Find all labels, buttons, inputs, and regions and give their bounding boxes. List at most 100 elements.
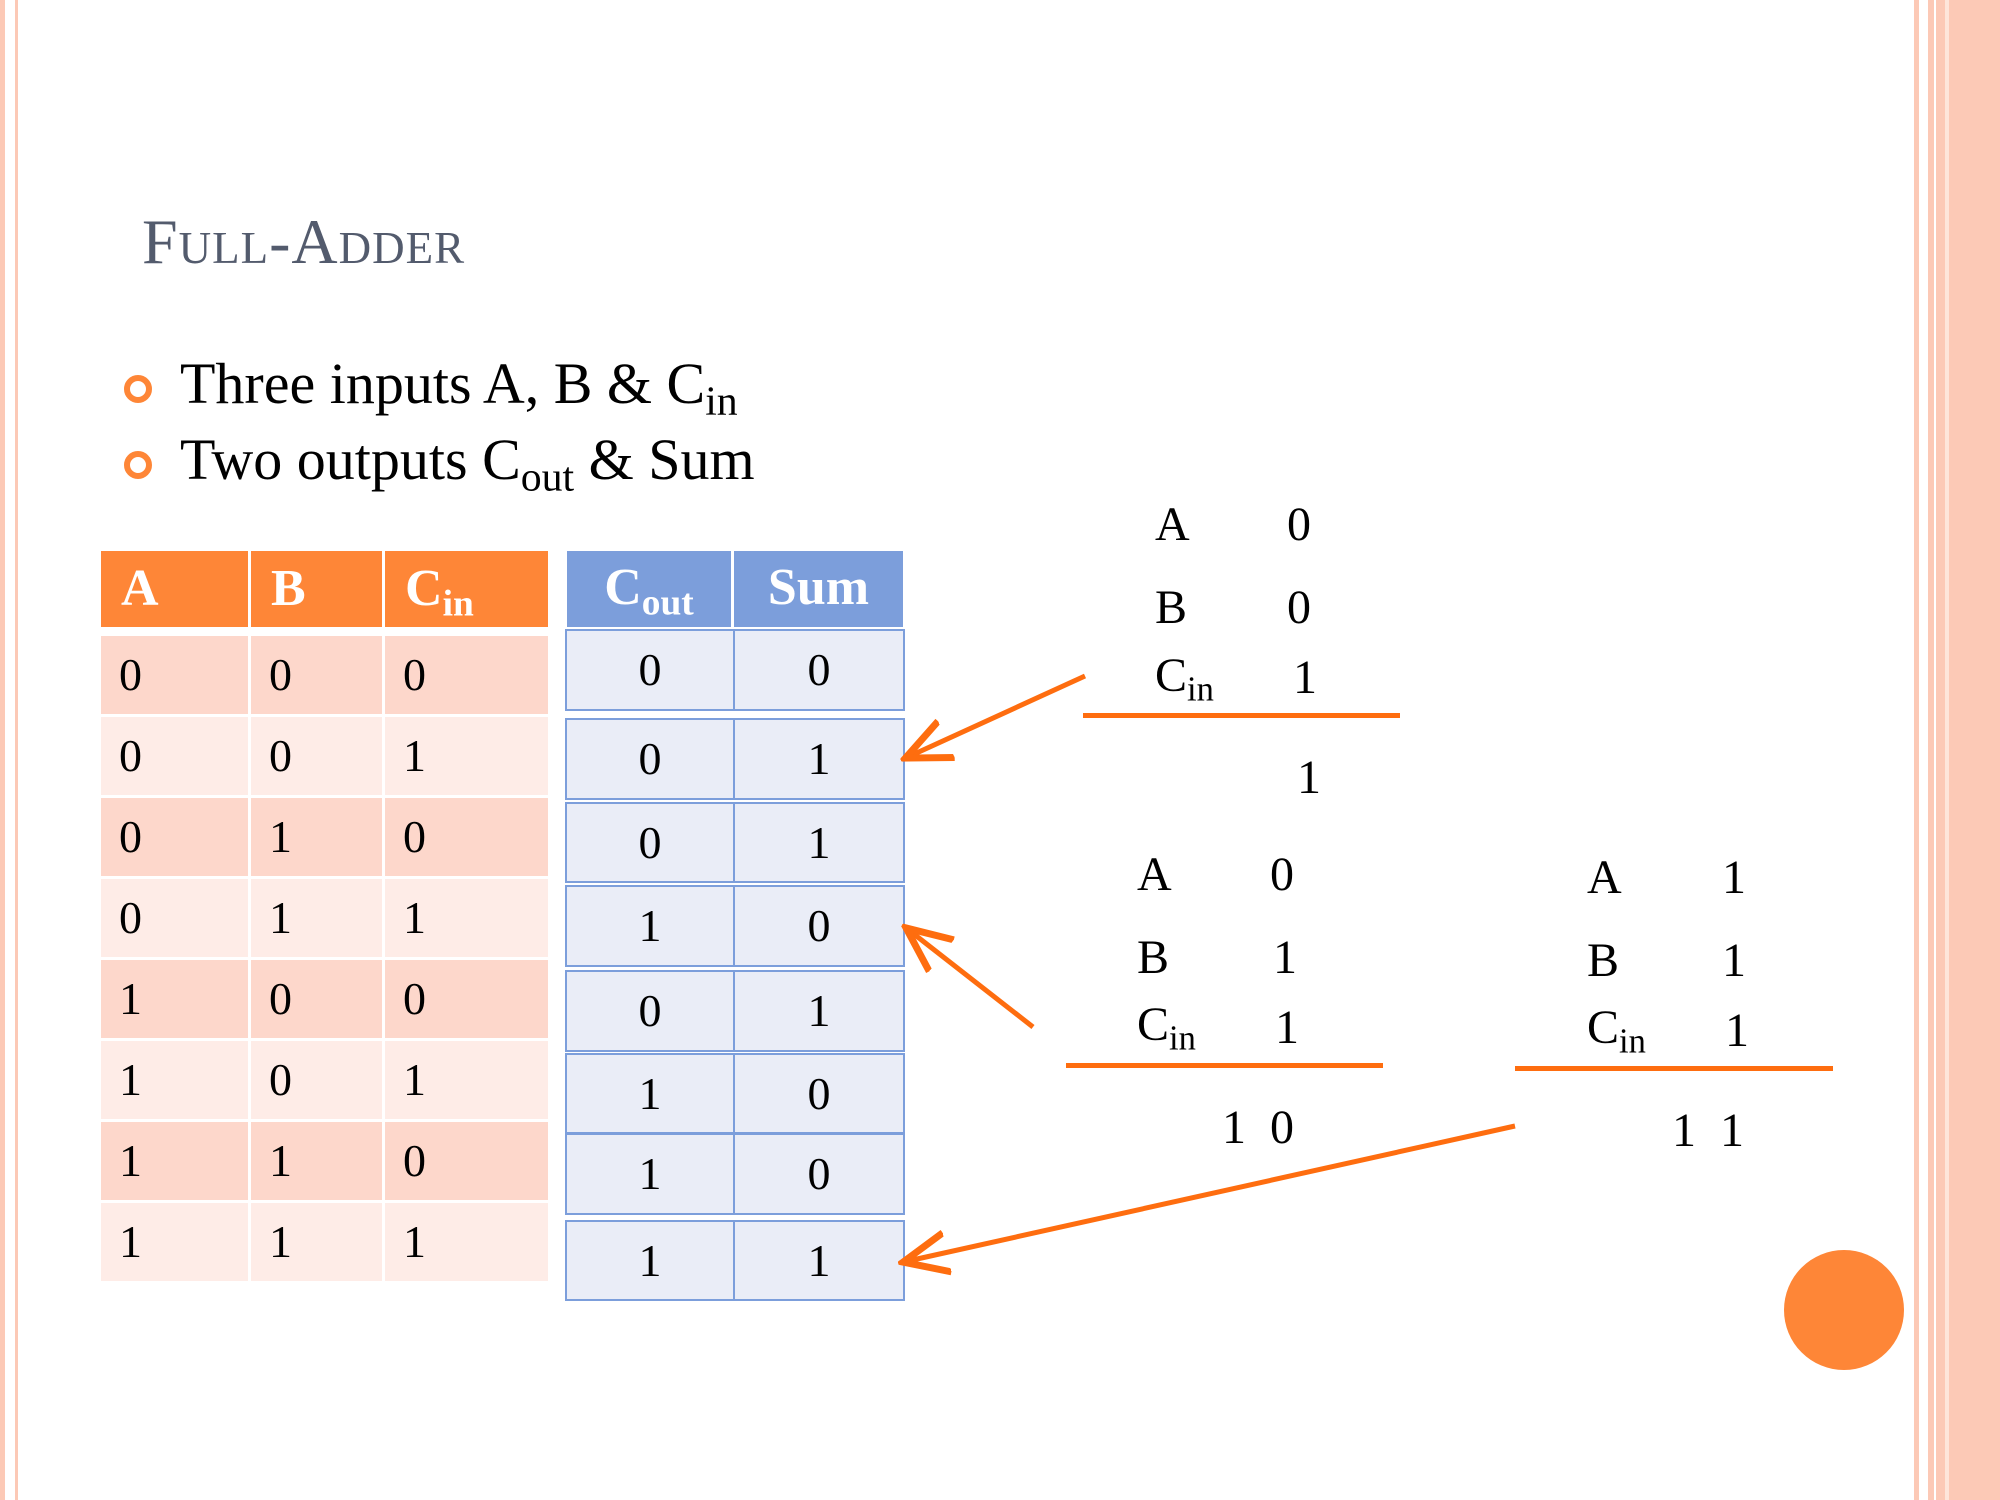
- input-cell: 1: [251, 1122, 382, 1200]
- sum1-cin-subscript: in: [1187, 670, 1214, 709]
- input-cell: 1: [251, 798, 382, 876]
- sum2-underline: [1066, 1063, 1383, 1068]
- sum2-b-label: B: [1137, 931, 1170, 984]
- output-cell: 0: [565, 802, 735, 883]
- sum1-result: 1: [1297, 751, 1321, 804]
- header-b: B: [251, 551, 382, 627]
- output-cell: 1: [733, 802, 905, 883]
- header-cin-text: C: [405, 560, 443, 617]
- bullet-inputs: Three inputs A, B & Cin: [180, 350, 738, 426]
- input-cell: 1: [101, 960, 248, 1038]
- bullet-inputs-subscript: in: [705, 378, 738, 425]
- sum2-b-value: 1: [1273, 931, 1297, 984]
- output-cell: 1: [733, 718, 905, 800]
- decorative-circle: [1784, 1250, 1904, 1370]
- input-cell: 1: [385, 717, 548, 795]
- sum3-a-label: A: [1587, 851, 1622, 904]
- output-cell: 0: [733, 1133, 905, 1215]
- sum3-cin-label: Cin: [1587, 1000, 1646, 1062]
- bullet-circle-icon: [124, 375, 152, 403]
- output-cell: 0: [733, 885, 905, 967]
- header-a-text: A: [121, 560, 159, 617]
- input-cell: 0: [251, 636, 382, 714]
- input-cell: 0: [385, 1122, 548, 1200]
- bullet-outputs-text: Two outputs C: [180, 427, 521, 492]
- input-cell: 1: [251, 879, 382, 957]
- output-cell: 0: [565, 970, 735, 1052]
- input-cell: 0: [101, 717, 248, 795]
- input-cell: 1: [101, 1122, 248, 1200]
- bullet-inputs-text: Three inputs A, B & C: [180, 351, 706, 416]
- input-cell: 0: [101, 636, 248, 714]
- sum2-cin-value: 1: [1275, 1001, 1299, 1054]
- input-cell: 1: [385, 1041, 548, 1119]
- input-cell: 0: [385, 960, 548, 1038]
- sum1-b-label: B: [1155, 581, 1188, 634]
- output-cell: 0: [565, 629, 735, 711]
- header-sum: Sum: [734, 551, 903, 627]
- input-cell: 0: [251, 960, 382, 1038]
- output-cell: 0: [733, 629, 905, 711]
- bullet-outputs: Two outputs Cout & Sum: [180, 426, 755, 502]
- sum1-cin-value: 1: [1293, 651, 1317, 704]
- sum3-result: 1 1: [1672, 1104, 1744, 1157]
- header-cin-subscript: in: [442, 583, 474, 625]
- header-b-text: B: [271, 560, 306, 617]
- arrow-sum1-icon: [910, 673, 1087, 756]
- sum2-a-label: A: [1137, 848, 1172, 901]
- slide-title: Full-Adder: [142, 206, 466, 277]
- sum3-underline: [1515, 1066, 1833, 1071]
- input-cell: 1: [101, 1041, 248, 1119]
- input-cell: 0: [101, 798, 248, 876]
- sum1-b-value: 0: [1287, 581, 1311, 634]
- sum2-cin-subscript: in: [1169, 1019, 1196, 1058]
- output-cell: 1: [733, 970, 905, 1052]
- header-cout-subscript: out: [641, 582, 694, 624]
- input-cell: 0: [385, 798, 548, 876]
- input-cell: 0: [385, 636, 548, 714]
- input-cell: 0: [251, 717, 382, 795]
- sum1-cin-letter: C: [1155, 649, 1188, 702]
- sum1-a-label: A: [1155, 498, 1190, 551]
- input-cell: 1: [385, 1203, 548, 1281]
- sum1-cin-label: Cin: [1155, 648, 1214, 710]
- header-cout: Cout: [567, 551, 731, 627]
- header-cin: Cin: [385, 551, 548, 627]
- sum2-a-value: 0: [1270, 848, 1294, 901]
- sum2-cin-letter: C: [1137, 998, 1170, 1051]
- arrow-sum3-icon: [908, 1123, 1516, 1261]
- arrow-sum2-icon: [910, 931, 1035, 1029]
- sum3-b-label: B: [1587, 934, 1620, 987]
- right-border-line-1: [1914, 0, 1919, 1500]
- input-cell: 1: [385, 879, 548, 957]
- left-border-inner: [15, 0, 18, 1500]
- output-cell: 1: [565, 1053, 735, 1134]
- header-a: A: [101, 551, 248, 627]
- bullet-outputs-subscript: out: [520, 454, 575, 501]
- sum2-cin-label: Cin: [1137, 997, 1196, 1059]
- bullet-circle-icon: [124, 451, 152, 479]
- output-cell: 0: [733, 1053, 905, 1134]
- sum3-cin-letter: C: [1587, 1001, 1620, 1054]
- right-border-line-2: [1928, 0, 1934, 1500]
- header-cout-text: C: [604, 559, 642, 616]
- sum1-a-value: 0: [1287, 498, 1311, 551]
- input-cell: 0: [251, 1041, 382, 1119]
- sum1-underline: [1083, 713, 1400, 718]
- output-cell: 0: [565, 718, 735, 800]
- input-cell: 1: [101, 1203, 248, 1281]
- output-cell: 1: [565, 1133, 735, 1215]
- header-sum-text: Sum: [767, 559, 870, 616]
- sum2-result: 1 0: [1222, 1101, 1294, 1154]
- output-cell: 1: [733, 1220, 905, 1301]
- sum3-a-value: 1: [1722, 851, 1746, 904]
- right-border-highlight: [1945, 0, 1949, 1500]
- sum3-cin-value: 1: [1725, 1004, 1749, 1057]
- left-border-outer: [0, 0, 5, 1500]
- input-cell: 0: [101, 879, 248, 957]
- sum3-b-value: 1: [1722, 934, 1746, 987]
- sum3-cin-subscript: in: [1619, 1022, 1646, 1061]
- output-cell: 1: [565, 885, 735, 967]
- input-cell: 1: [251, 1203, 382, 1281]
